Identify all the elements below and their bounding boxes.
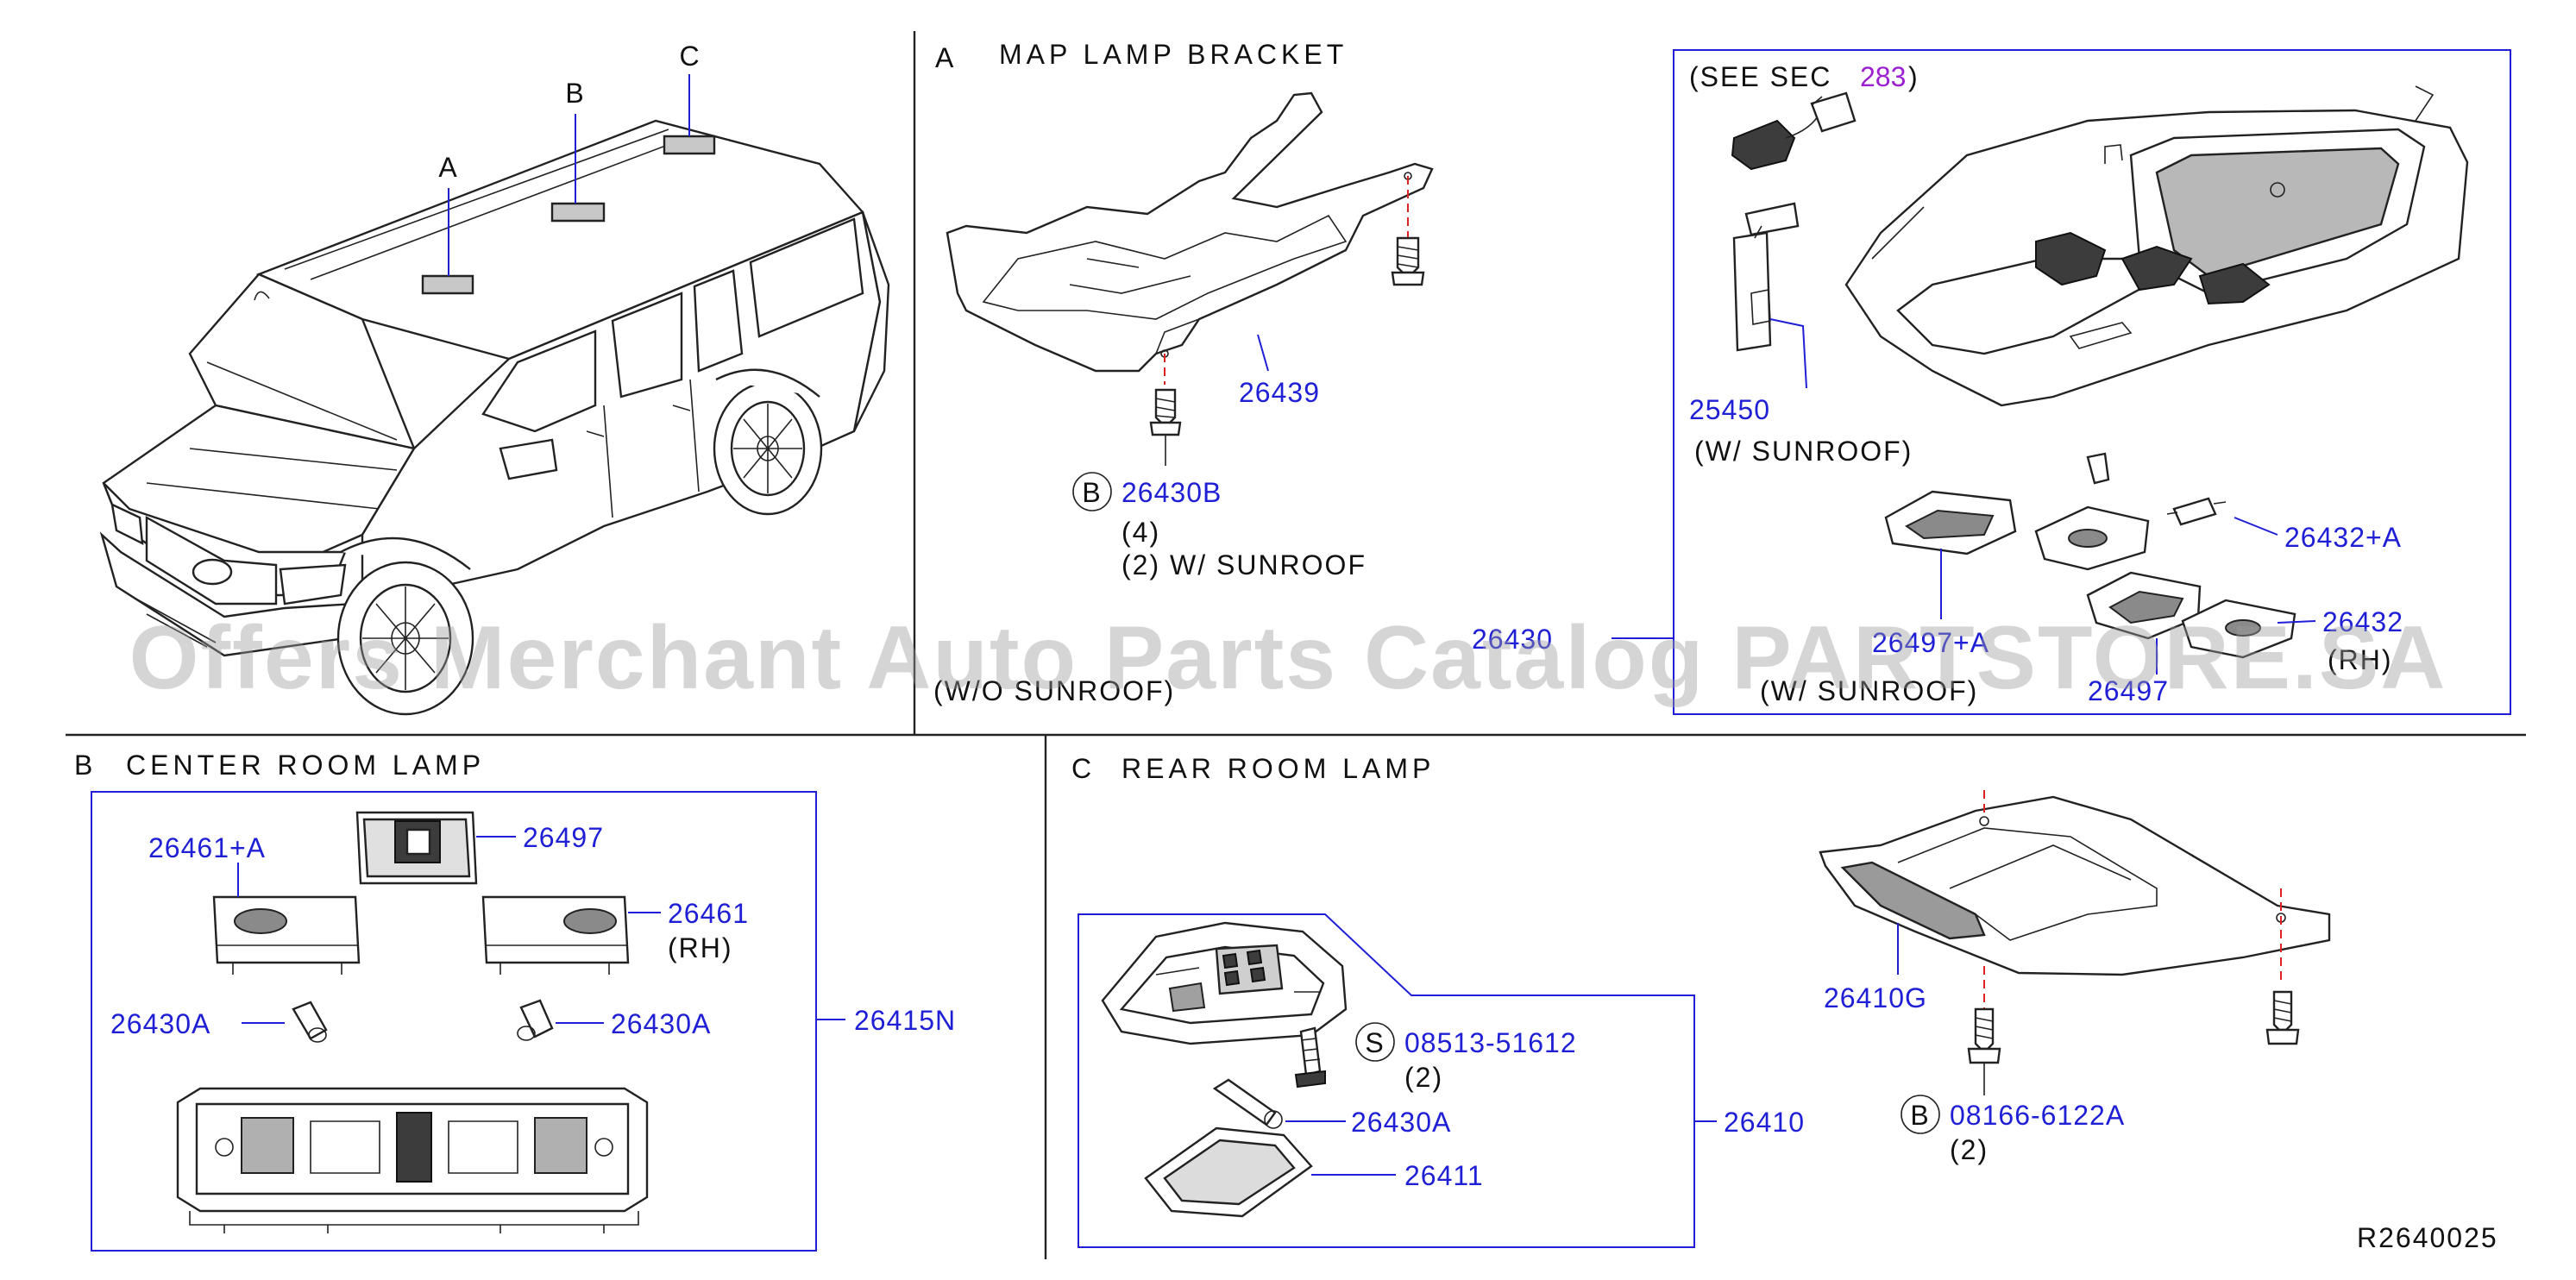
section-b-letter: B xyxy=(74,750,97,781)
part-08166-6122a: 08166-6122A xyxy=(1950,1100,2125,1131)
part-26439: 26439 xyxy=(1239,377,1320,408)
bolt-qty: (2) xyxy=(1950,1134,1989,1165)
watermark-text: Offers Merchant Auto Parts Catalog PARTS… xyxy=(129,608,2447,708)
part-26430a-rear: 26430A xyxy=(1351,1107,1451,1138)
see-sec-prefix: (SEE SEC xyxy=(1689,61,1831,92)
rh-note-map: (RH) xyxy=(2328,644,2393,675)
panel-dividers xyxy=(66,31,2526,1259)
qty-two-sunroof: (2) W/ SUNROOF xyxy=(1122,549,1367,580)
part-26415n: 26415N xyxy=(854,1005,956,1036)
part-26497-a: 26497+A xyxy=(1872,627,1989,658)
bulb-left-26430a: 26430A xyxy=(110,1008,210,1039)
diagram-code: R2640025 xyxy=(2357,1222,2498,1253)
section-c-letter: C xyxy=(1071,753,1096,784)
section-b-title: CENTER ROOM LAMP xyxy=(126,750,485,781)
bolt-circle-b: B xyxy=(1910,1100,1930,1131)
part-26497: 26497 xyxy=(2088,675,2169,706)
section-c-title: REAR ROOM LAMP xyxy=(1122,753,1435,784)
part-25450: 25450 xyxy=(1689,394,1770,425)
marker-b: B xyxy=(565,78,585,109)
part-08513-51612: 08513-51612 xyxy=(1404,1027,1577,1058)
part-26430b: 26430B xyxy=(1122,477,1222,508)
section-b: B CENTER ROOM LAMP 26497 26461+A 26461 (… xyxy=(74,750,956,1252)
s-circle: S xyxy=(1365,1027,1385,1058)
part-26411: 26411 xyxy=(1404,1160,1484,1191)
part-26410: 26410 xyxy=(1724,1107,1805,1138)
section-a-letter: A xyxy=(935,42,958,73)
screw-circle-b: B xyxy=(1082,477,1102,508)
part-26461-a: 26461+A xyxy=(148,832,266,863)
see-sec-suffix: ) xyxy=(1908,61,1919,92)
section-a: A MAP LAMP BRACKET 26439 B 26430B (4) (2… xyxy=(933,39,1674,706)
see-sec-number: 283 xyxy=(1860,61,1906,92)
w-sunroof-note-1: (W/ SUNROOF) xyxy=(1694,436,1913,467)
part-26410g: 26410G xyxy=(1824,982,1927,1013)
wo-sunroof-note: (W/O SUNROOF) xyxy=(933,675,1175,706)
part-26432-a: 26432+A xyxy=(2284,522,2402,553)
marker-a: A xyxy=(438,152,458,183)
qty-four: (4) xyxy=(1122,517,1160,548)
sunroof-map-lamp-group: (SEE SEC 283 ) 25450 (W/ SUNROOF) xyxy=(1673,49,2511,715)
part-26497-center: 26497 xyxy=(523,822,604,853)
bulb-right-26430a: 26430A xyxy=(611,1008,711,1039)
vehicle-illustration: A B C xyxy=(99,41,890,716)
part-26432: 26432 xyxy=(2322,606,2403,637)
section-a-title: MAP LAMP BRACKET xyxy=(999,39,1348,70)
section-c: C REAR ROOM LAMP S 08513-51612 (2) 26430… xyxy=(1071,753,2331,1248)
screw-qty: (2) xyxy=(1404,1062,1443,1093)
part-26430: 26430 xyxy=(1472,624,1553,655)
part-26461: 26461 xyxy=(668,898,749,929)
rh-note-center: (RH) xyxy=(668,932,733,963)
marker-c: C xyxy=(679,41,701,72)
w-sunroof-note-2: (W/ SUNROOF) xyxy=(1760,675,1978,706)
